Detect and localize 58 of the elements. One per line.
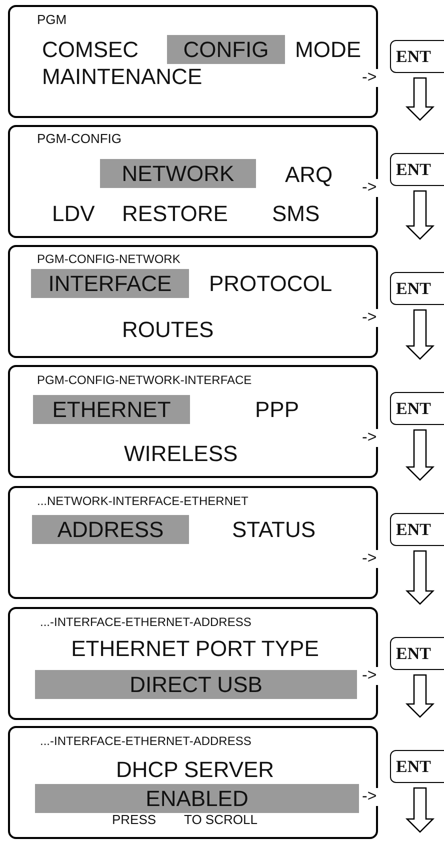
selected-menu-item: ETHERNET: [33, 395, 190, 424]
cursor-indicator: ->: [360, 667, 379, 685]
display-screen: [8, 486, 378, 599]
menu-path: ...-INTERFACE-ETHERNET-ADDRESS: [40, 733, 252, 749]
menu-item: ROUTES: [122, 316, 214, 344]
arrow: [405, 77, 435, 121]
enter-key: ENT: [390, 153, 444, 186]
enter-key: ENT: [390, 392, 444, 425]
menu-item: ETHERNET PORT TYPE: [70, 635, 320, 663]
enter-key: ENT: [390, 750, 444, 783]
menu-path: ...NETWORK-INTERFACE-ETHERNET: [37, 493, 248, 509]
enter-key: ENT: [390, 272, 444, 305]
arrow: [405, 550, 435, 605]
enter-key: ENT: [390, 40, 444, 73]
menu-item: MAINTENANCE: [42, 63, 202, 91]
menu-item: WIRELESS: [124, 440, 238, 468]
cursor-indicator: ->: [360, 309, 379, 327]
selected-menu-item: DIRECT USB: [35, 670, 357, 699]
menu-path: PGM: [37, 12, 67, 28]
selected-menu-item: CONFIG: [167, 35, 285, 64]
display-screen: [8, 365, 378, 478]
cursor-indicator: ->: [360, 788, 379, 806]
selected-menu-item: ADDRESS: [32, 515, 189, 544]
menu-item: RESTORE: [122, 200, 228, 228]
arrow: [405, 787, 435, 833]
display-screen: [8, 245, 378, 358]
menu-path: ...-INTERFACE-ETHERNET-ADDRESS: [40, 614, 252, 630]
menu-item: PPP: [255, 396, 300, 424]
selected-menu-item: NETWORK: [100, 159, 256, 188]
menu-item: DHCP SERVER: [114, 756, 276, 784]
cursor-indicator: ->: [360, 69, 379, 87]
display-screen: [8, 5, 378, 118]
cursor-indicator: ->: [360, 550, 379, 568]
menu-item: TO SCROLL: [184, 812, 258, 828]
arrow: [405, 190, 435, 240]
display-screen: [8, 726, 378, 839]
arrow: [405, 309, 435, 360]
selected-menu-item: INTERFACE: [31, 269, 189, 298]
enter-key: ENT: [390, 513, 444, 546]
display-screen: [8, 125, 378, 238]
menu-item: ARQ: [285, 161, 333, 189]
enter-key: ENT: [390, 637, 444, 670]
menu-item: SMS: [272, 200, 320, 228]
arrow: [405, 429, 435, 481]
cursor-indicator: ->: [360, 179, 379, 197]
selected-menu-item: ENABLED: [35, 784, 359, 813]
menu-item: LDV: [52, 200, 95, 228]
menu-item: STATUS: [232, 516, 316, 544]
cursor-indicator: ->: [360, 429, 379, 447]
menu-path: PGM-CONFIG-NETWORK-INTERFACE: [37, 372, 252, 388]
display-screen: [8, 607, 378, 720]
menu-item: MODE: [295, 36, 361, 64]
menu-path: PGM-CONFIG-NETWORK: [37, 251, 180, 267]
menu-path: PGM-CONFIG: [37, 131, 122, 147]
menu-item: COMSEC: [42, 36, 139, 64]
menu-item: PRESS: [112, 812, 156, 828]
arrow: [405, 674, 435, 718]
menu-item: PROTOCOL: [209, 270, 332, 298]
